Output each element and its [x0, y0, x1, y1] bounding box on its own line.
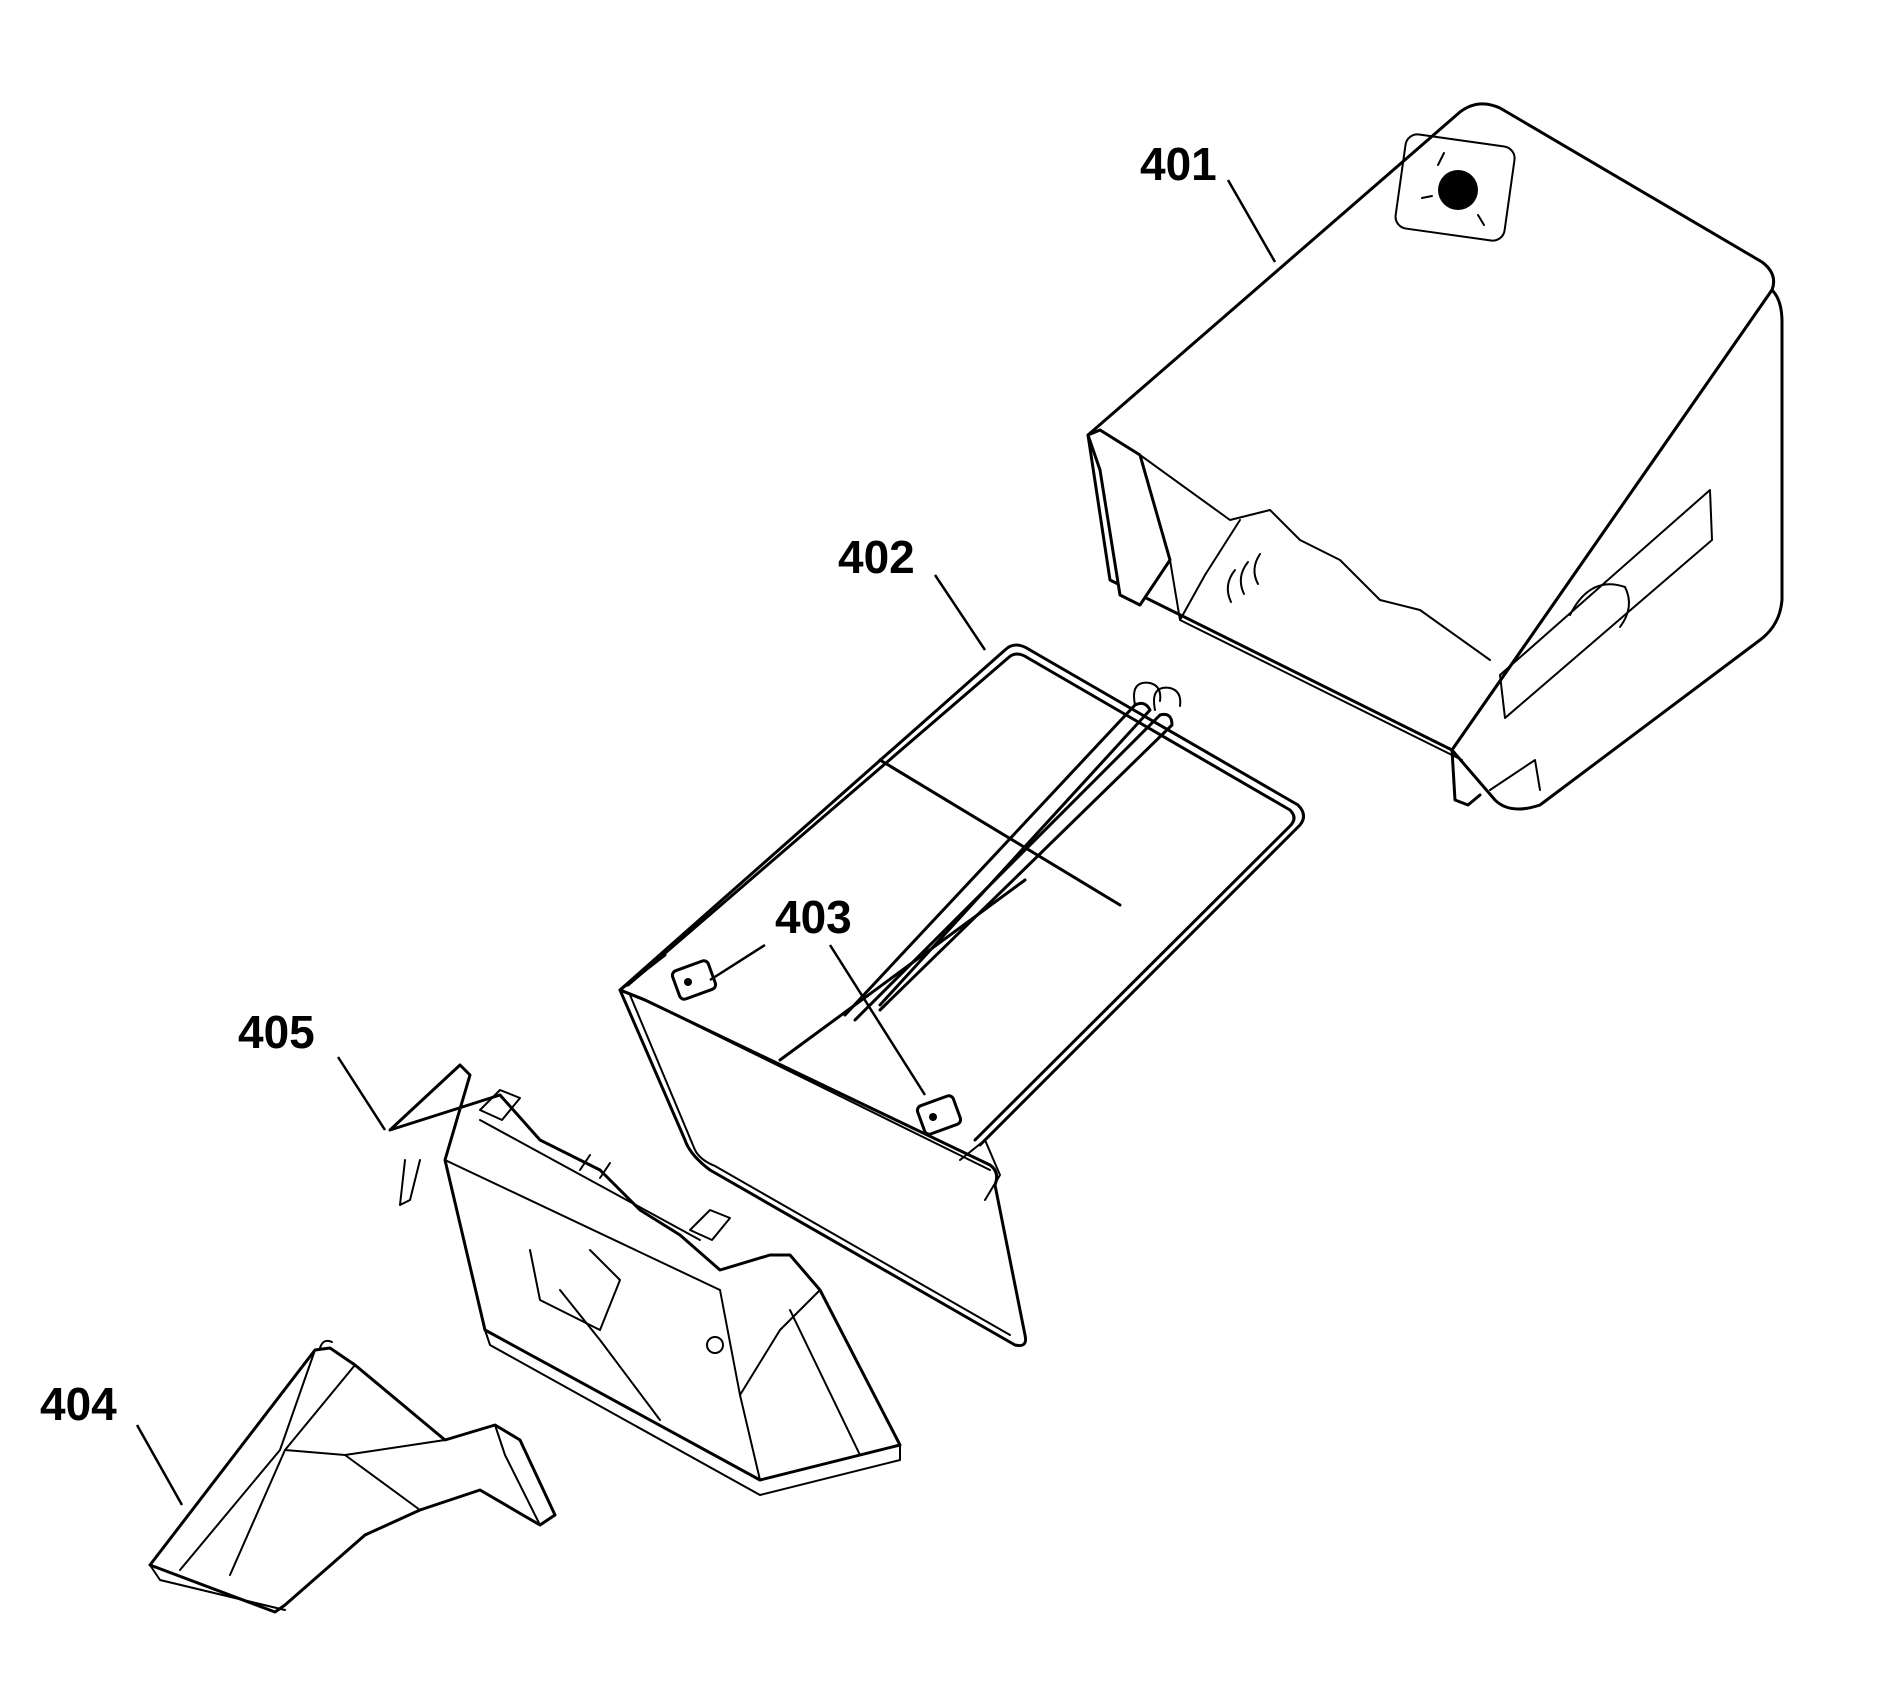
part-401-cover	[1086, 102, 1784, 811]
leader-lines	[135, 179, 1277, 1506]
part-402-bag-frame	[618, 643, 1305, 1347]
part-404-deflector	[148, 1339, 557, 1614]
label-404: 404	[40, 1378, 117, 1430]
leader-403-a	[709, 943, 766, 982]
label-403: 403	[775, 891, 852, 943]
leader-405	[336, 1056, 387, 1131]
leader-401	[1226, 179, 1277, 263]
label-402: 402	[838, 531, 915, 583]
leader-403-b	[828, 944, 927, 1096]
label-401: 401	[1140, 138, 1217, 190]
part-405-chute-housing	[388, 1063, 902, 1496]
leader-404	[135, 1424, 184, 1506]
label-405: 405	[238, 1006, 315, 1058]
leader-402	[933, 574, 987, 651]
